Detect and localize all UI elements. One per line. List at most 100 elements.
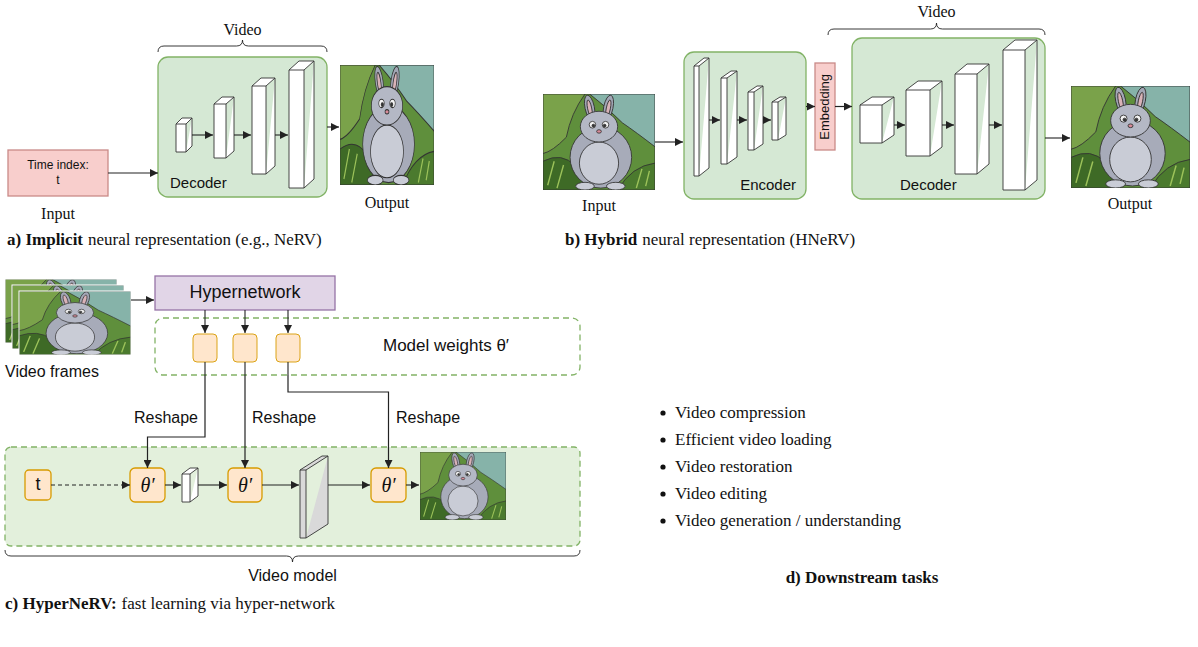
flow-arrow — [165, 484, 181, 485]
node-outline — [155, 276, 335, 310]
edge-label: Reshape — [133, 408, 199, 427]
layer-slab — [694, 58, 709, 176]
connector-arrow — [835, 106, 852, 107]
layer-cuboid — [252, 78, 275, 174]
node-outline — [25, 470, 51, 500]
caption-lead: d) Downstream tasks — [786, 568, 939, 588]
weight-box: θ′ — [371, 468, 406, 502]
layer-slab — [300, 456, 328, 538]
decoder-panel: Decoder — [158, 57, 327, 197]
io-label: Video frames — [5, 362, 99, 381]
caption-text: fast learning via hyper-network — [122, 594, 336, 614]
flow-arrow — [131, 299, 154, 300]
bullet-dot — [660, 464, 665, 469]
layer-cuboid — [1003, 40, 1037, 190]
weight-block — [193, 334, 217, 362]
caption-text: neural representation (e.g., NeRV) — [88, 230, 322, 250]
bracket-label: Video — [917, 2, 955, 21]
flow-arrow — [406, 484, 419, 485]
node-outline — [155, 318, 580, 375]
bracket-label: Video — [223, 20, 261, 39]
flow-arrow — [709, 119, 720, 120]
video-frame-image — [1071, 86, 1190, 188]
flow-arrow — [763, 119, 771, 120]
node-outline — [684, 52, 806, 199]
flow-arrow — [737, 119, 747, 120]
flow-arrow — [244, 310, 245, 333]
connector-arrow — [108, 172, 158, 173]
video-model-region — [5, 447, 580, 546]
edge-label: Reshape — [395, 408, 461, 427]
node-outline — [8, 150, 108, 196]
caption-lead: c) HyperNeRV: — [5, 594, 117, 614]
curly-brace — [158, 40, 327, 52]
panel-title: Encoder — [740, 176, 796, 194]
bullet-dot — [660, 518, 665, 523]
bullet-item: Efficient video loading — [675, 430, 831, 450]
input-text: Time index: t — [26, 158, 90, 188]
node-outline — [228, 468, 262, 502]
flow-arrow — [655, 141, 683, 142]
embedding-text: Embedding — [817, 74, 833, 140]
io-label: Output — [1108, 194, 1152, 213]
flow-arrow — [192, 134, 213, 135]
layer-cuboid — [214, 97, 234, 158]
bullet-dot — [660, 410, 665, 415]
bullet-dot — [660, 491, 665, 496]
input-box: Time index: t — [8, 150, 108, 196]
frame-border — [19, 291, 131, 355]
bullet-item: Video compression — [675, 403, 806, 423]
node-outline — [371, 468, 406, 502]
bullet-item: Video editing — [675, 484, 767, 504]
weight-box: θ′ — [228, 468, 262, 502]
weight-symbol: θ′ — [140, 473, 154, 497]
flow-arrow — [989, 124, 1002, 125]
caption-text: neural representation (HNeRV) — [642, 230, 855, 250]
layer-cuboid — [289, 61, 314, 188]
flow-arrow — [1045, 137, 1070, 138]
video-frame-image — [340, 65, 434, 185]
weight-symbol: θ′ — [381, 473, 395, 497]
io-label: Output — [365, 193, 409, 212]
weights-panel: Model weights θ′ — [155, 318, 580, 375]
node-outline — [158, 57, 327, 197]
flow-arrow — [198, 484, 227, 485]
weight-stub-line — [205, 362, 288, 375]
node-outline — [130, 468, 165, 502]
io-label: Input — [582, 196, 616, 215]
connector-arrow — [806, 106, 815, 107]
bullet-dot — [660, 437, 665, 442]
layer-cuboid — [860, 97, 894, 143]
video-frame-image — [543, 94, 655, 190]
connector-arrow — [51, 484, 130, 485]
edge-label: Reshape — [251, 408, 317, 427]
layer-cuboid — [955, 64, 989, 174]
weight-symbol: θ′ — [238, 473, 252, 497]
hypernetwork-box: Hypernetwork — [155, 276, 335, 310]
weight-block — [233, 334, 257, 362]
flow-arrow — [287, 310, 288, 333]
flow-arrow — [275, 134, 288, 135]
bullet-item: Video generation / understanding — [675, 511, 901, 531]
curly-brace — [5, 550, 580, 562]
layer-slab — [721, 71, 737, 164]
weight-block — [276, 334, 300, 362]
layer-cuboid — [906, 81, 942, 156]
panel-title: Decoder — [900, 176, 957, 194]
encoder-panel: Encoder — [684, 52, 806, 199]
panel-title: Decoder — [170, 174, 227, 192]
box-text: Hypernetwork — [189, 282, 300, 304]
connector-arrow — [244, 375, 245, 468]
layer-cuboid — [176, 118, 192, 152]
embedding-box: Embedding — [815, 63, 835, 150]
curly-brace — [828, 23, 1045, 35]
layer-slab — [772, 97, 786, 140]
node-outline — [815, 63, 835, 150]
flow-arrow — [328, 484, 370, 485]
node-outline — [852, 38, 1045, 199]
flow-arrow — [327, 126, 339, 127]
